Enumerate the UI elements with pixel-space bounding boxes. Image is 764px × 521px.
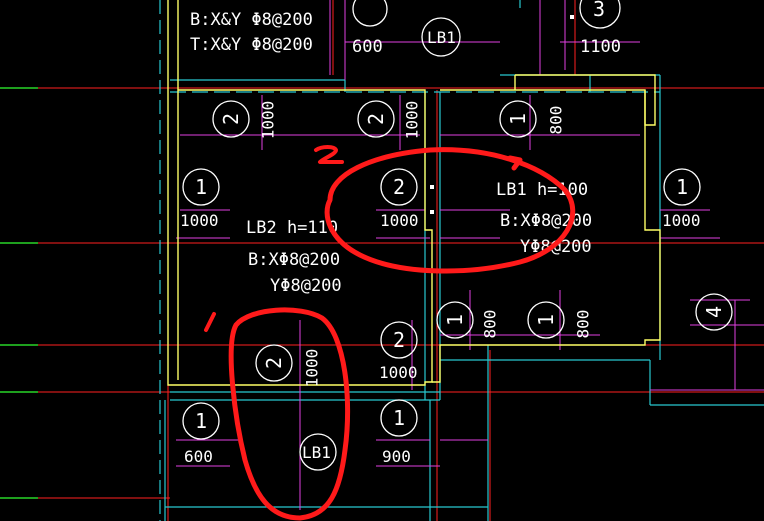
note-bottom-rebar: B:X&Y Φ8@200 [190, 10, 313, 30]
rebar-mark-number: 1 [393, 406, 405, 430]
markup-digit-1 [204, 312, 216, 332]
rebar-mark-circle [380, 321, 418, 359]
top-slab-tag-circle [421, 17, 461, 57]
bottom-slab-tag: LB1 [302, 443, 331, 462]
rebar-length-label: 1000 [259, 101, 278, 140]
top-marker-circle [352, 0, 388, 27]
rebar-mark-number: 1 [676, 175, 688, 199]
rebar-mark-circle [182, 168, 220, 206]
top-right-marker-circle [579, 0, 621, 29]
rebar-mark-circle [182, 402, 220, 440]
rebar-mark-number: 1 [534, 314, 558, 326]
lb2-bottom-x: B:XΦ8@200 [248, 250, 340, 270]
rebar-length-label: 800 [547, 106, 566, 135]
rebar-mark-circle [357, 100, 395, 138]
rebar-mark-number: 2 [393, 175, 405, 199]
rebar-mark-number: 2 [364, 113, 388, 125]
rebar-length-label: 1000 [403, 101, 422, 140]
markup-ellipse-2 [324, 147, 576, 274]
rebar-mark-number: 2 [262, 357, 286, 369]
green-axis-lines [0, 87, 38, 499]
markup-digit-2 [314, 145, 344, 164]
rebar-mark-number: 2 [393, 328, 405, 352]
top-slab-tag: LB1 [427, 28, 456, 47]
rebar-mark-circle [499, 100, 537, 138]
rebar-length-label: 800 [481, 310, 500, 339]
top-span-1100: 1100 [580, 37, 621, 57]
rebar-mark-circle [255, 344, 293, 382]
rebar-length-label: 1000 [180, 211, 219, 230]
cyan-grid-lines [159, 0, 764, 521]
rebar-length-label: 1000 [662, 211, 701, 230]
rebar-mark-circle [663, 168, 701, 206]
rebar-length-label: 1000 [379, 363, 418, 382]
top-span-600: 600 [352, 37, 383, 57]
rebar-mark-circle [695, 293, 733, 331]
bottom-slab-tag-circle [299, 433, 337, 471]
top-right-marker-number: 3 [593, 0, 605, 21]
rebar-mark-circle [380, 168, 418, 206]
yellow-walls [167, 0, 661, 386]
rebar-mark-number: 1 [195, 409, 207, 433]
rebar-mark-number: 1 [195, 175, 207, 199]
rebar-mark-circle [380, 399, 418, 437]
markup-ellipse-1 [228, 307, 351, 521]
rebar-length-label: 600 [184, 447, 213, 466]
rebar-mark-number: 2 [219, 113, 243, 125]
rebar-length-label: 800 [574, 310, 593, 339]
rebar-mark-number: 1 [443, 314, 467, 326]
section-ticks [430, 15, 574, 214]
rebar-mark-circle [212, 100, 250, 138]
lb2-name-height: LB2 h=110 [246, 218, 338, 238]
lb1-bottom-x: B:XΦ8@200 [500, 211, 592, 231]
rebar-mark-circle [527, 301, 565, 339]
rebar-mark-number: 1 [506, 113, 530, 125]
lb2-bottom-y: YΦ8@200 [270, 276, 342, 296]
rebar-mark-circle [436, 301, 474, 339]
rebar-length-label: 900 [382, 447, 411, 466]
note-top-rebar: T:X&Y Φ8@200 [190, 35, 313, 55]
rebar-length-label: 1000 [303, 349, 322, 388]
red-markup [204, 145, 576, 521]
markup-arrow-2 [507, 155, 523, 171]
lb1-name-height: LB1 h=100 [496, 180, 588, 200]
rebar-marks-layer: 2 1000 2 1000 1 800 1 1000 2 1000 1 1000 2 1000 2 1000 1… [180, 100, 733, 466]
rebar-mark-number: 4 [702, 306, 726, 318]
rebar-length-label: 1000 [380, 211, 419, 230]
